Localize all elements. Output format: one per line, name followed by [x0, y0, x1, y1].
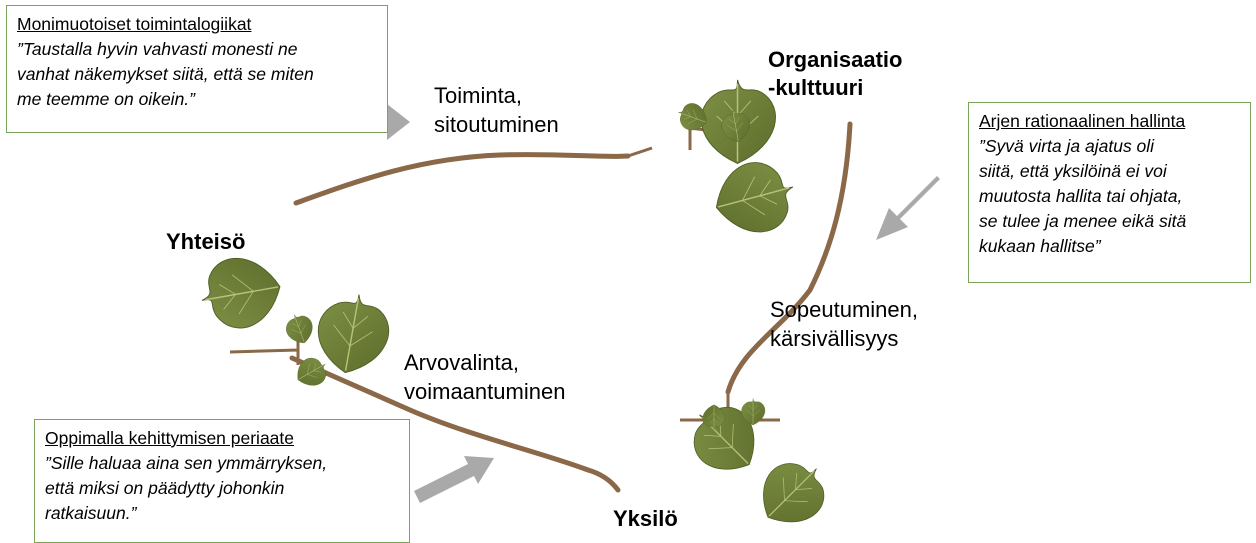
quote-line: että miksi on päädytty johonkin	[45, 476, 399, 501]
label-toiminta-line-2: sitoutuminen	[434, 110, 559, 139]
quote-box-toimintalogiikat: Monimuotoiset toimintalogiikat ”Taustall…	[6, 5, 388, 133]
quote-box-title: Monimuotoiset toimintalogiikat	[17, 12, 377, 37]
leaf-cluster-yhteiso	[196, 251, 395, 392]
quote-line: muutosta hallita tai ohjata,	[979, 184, 1240, 209]
label-arvovalinta: Arvovalinta, voimaantuminen	[404, 348, 565, 406]
node-organisaatio: Organisaatio -kulttuuri	[768, 46, 902, 102]
quote-line: siitä, että yksilöinä ei voi	[979, 159, 1240, 184]
label-arvovalinta-line-1: Arvovalinta,	[404, 348, 565, 377]
quote-line: ”Sille haluaa aina sen ymmärryksen,	[45, 451, 399, 476]
quote-line: se tulee ja menee eikä sitä	[979, 209, 1240, 234]
label-toiminta: Toiminta, sitoutuminen	[434, 81, 559, 139]
quote-line: ”Taustalla hyvin vahvasti monesti ne	[17, 37, 377, 62]
quote-line: ”Syvä virta ja ajatus oli	[979, 134, 1240, 159]
branch-top	[296, 148, 652, 203]
node-yhteiso: Yhteisö	[166, 228, 245, 256]
label-sopeutuminen-line-2: kärsivällisyys	[770, 324, 918, 353]
label-arvovalinta-line-2: voimaantuminen	[404, 377, 565, 406]
quote-box-title: Oppimalla kehittymisen periaate	[45, 426, 399, 451]
arrow-right	[876, 176, 940, 240]
quote-box-kehittymisen-periaate: Oppimalla kehittymisen periaate ”Sille h…	[34, 419, 410, 543]
node-organisaatio-line-2: -kulttuuri	[768, 74, 902, 102]
label-toiminta-line-1: Toiminta,	[434, 81, 559, 110]
quote-line: vanhat näkemykset siitä, että se miten	[17, 62, 377, 87]
quote-line: ratkaisuun.”	[45, 501, 399, 526]
label-sopeutuminen-line-1: Sopeutuminen,	[770, 295, 918, 324]
quote-line: kukaan hallitse”	[979, 234, 1240, 259]
node-organisaatio-line-1: Organisaatio	[768, 46, 902, 74]
quote-box-title: Arjen rationaalinen hallinta	[979, 109, 1240, 134]
arrow-bottom-left	[414, 456, 494, 503]
leaf-cluster-organisaatio	[674, 80, 802, 242]
leaf-cluster-yksilo	[678, 390, 839, 539]
label-sopeutuminen: Sopeutuminen, kärsivällisyys	[770, 295, 918, 353]
quote-box-rationaalinen-hallinta: Arjen rationaalinen hallinta ”Syvä virta…	[968, 102, 1251, 283]
node-yksilo: Yksilö	[613, 505, 678, 533]
quote-line: me teemme on oikein.”	[17, 87, 377, 112]
